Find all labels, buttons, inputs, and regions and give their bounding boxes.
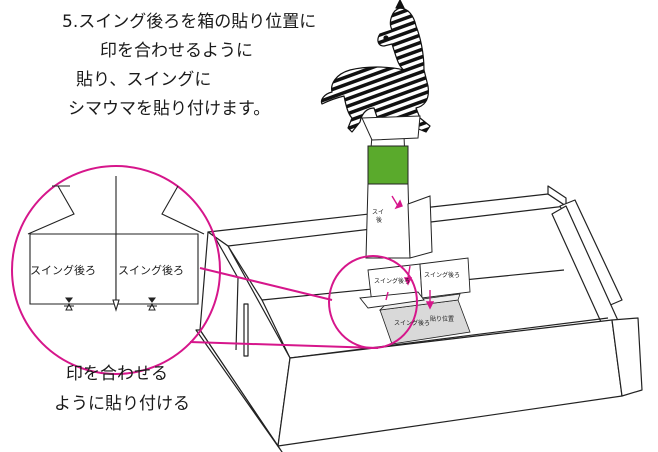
instruction-line-4: シマウマを貼り付けます。 [68, 99, 271, 119]
zoom-detail [27, 176, 205, 312]
caption-text: 印を合わせる ように貼り付ける [0, 360, 260, 430]
board-base-label-left: スイング後ろ [394, 320, 431, 327]
box-tray [195, 185, 643, 452]
caption-line-2: ように貼り付ける [54, 394, 190, 414]
swing-stick: スイ 後 [365, 135, 433, 259]
paste-area [378, 293, 471, 345]
instruction-line-3: 貼り、スイングに [76, 70, 212, 90]
caption-line-1: 印を合わせる [66, 364, 168, 384]
board-tab-label-right: スイング後ろ [424, 272, 461, 279]
instruction-line-1: 5.スイング後ろを箱の貼り位置に [62, 12, 317, 32]
board-tab-label-left: スイング後ろ [374, 278, 411, 285]
zoom-label-right: スイング後ろ [118, 264, 184, 277]
board-base-label-right: 貼り位置 [430, 316, 455, 323]
svg-text:スイ: スイ [372, 209, 384, 216]
instruction-line-2: 印を合わせるように [100, 41, 253, 61]
zebra-mount [361, 115, 421, 141]
zoom-marks [64, 297, 157, 311]
svg-text:後: 後 [376, 216, 382, 224]
zebra-figure [320, 0, 431, 133]
zoom-label-left: スイング後ろ [30, 264, 96, 277]
instruction-text: 5.スイング後ろを箱の貼り位置に 印を合わせるように 貼り、スイングに シマウマ… [0, 0, 380, 140]
magnifier-callout [11, 165, 418, 375]
